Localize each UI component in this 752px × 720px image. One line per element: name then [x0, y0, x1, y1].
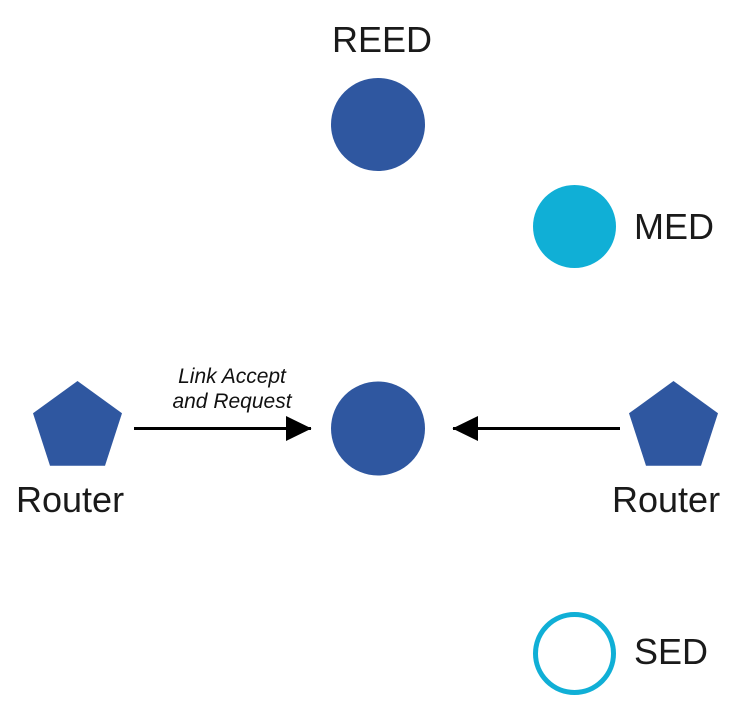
node-reed[interactable] — [331, 78, 425, 171]
node-router-left-pentagon[interactable] — [33, 381, 122, 466]
node-label-router-right: Router — [612, 479, 721, 520]
node-label-med: MED — [634, 206, 714, 247]
node-label-reed: REED — [332, 19, 433, 60]
node-router-right-pentagon[interactable] — [629, 381, 718, 466]
node-leader-center[interactable] — [331, 381, 425, 476]
node-label-router-left: Router — [16, 479, 125, 520]
node-label-sed: SED — [634, 631, 709, 672]
node-med[interactable] — [533, 185, 616, 268]
node-sed[interactable] — [533, 612, 616, 695]
edge-label-link-accept-and-request: Link Accept and Request — [172, 365, 292, 413]
